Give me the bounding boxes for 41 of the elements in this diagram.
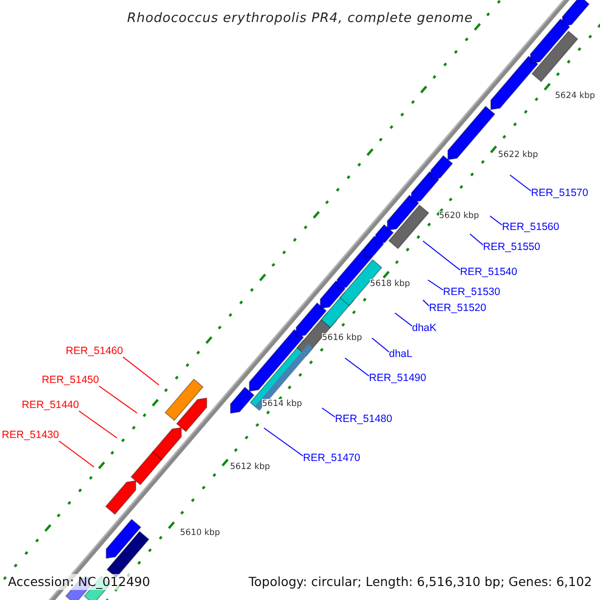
gene-label: RER_51440 <box>22 398 79 412</box>
gene-label: RER_51470 <box>303 451 360 465</box>
gene-label: RER_51550 <box>483 240 540 254</box>
gene-label: dhaK <box>412 321 437 335</box>
leader-line <box>122 356 160 386</box>
gene-label: RER_51530 <box>443 285 500 299</box>
leader-line <box>98 386 138 414</box>
gene-label: RER_51570 <box>531 186 588 200</box>
gene-label: RER_51520 <box>429 301 486 315</box>
leader-line <box>264 428 304 456</box>
accession-text: Accession: NC_012490 <box>8 574 150 590</box>
leader-line <box>322 408 336 418</box>
leader-line <box>78 410 118 438</box>
gene-label: RER_51450 <box>42 373 99 387</box>
leader-line <box>58 440 94 468</box>
leader-line <box>344 358 370 376</box>
position-label: 5622 kbp <box>498 150 538 160</box>
position-label: 5620 kbp <box>439 210 480 222</box>
position-label: 5618 kbp <box>370 278 410 290</box>
gene-label: RER_51540 <box>460 265 518 279</box>
leader-line <box>428 280 444 290</box>
gene-label: RER_51560 <box>502 220 560 234</box>
gene-label: RER_51430 <box>2 428 59 442</box>
leader-line <box>422 240 460 270</box>
gene-label: RER_51480 <box>335 412 392 426</box>
position-label: 5612 kbp <box>230 462 270 472</box>
map-title: Rhodococcus erythropolis PR4, complete genome <box>126 10 474 28</box>
leader-line <box>372 338 390 352</box>
gene-label: dhaL <box>389 347 412 361</box>
position-label: 5624 kbp <box>555 90 596 102</box>
leader-line <box>470 234 484 246</box>
leader-line <box>394 312 412 326</box>
gene-label: RER_51460 <box>66 344 123 358</box>
position-label: 5614 kbp <box>262 398 302 410</box>
leader-line <box>490 216 502 226</box>
gene-label: RER_51490 <box>369 371 426 385</box>
position-label: 5616 kbp <box>322 332 362 344</box>
leader-line <box>510 174 532 192</box>
position-label: 5610 kbp <box>180 528 220 538</box>
leader-line <box>422 300 430 306</box>
topology-text: Topology: circular; Length: 6,516,310 bp; Genes: 6,102 <box>248 574 592 590</box>
